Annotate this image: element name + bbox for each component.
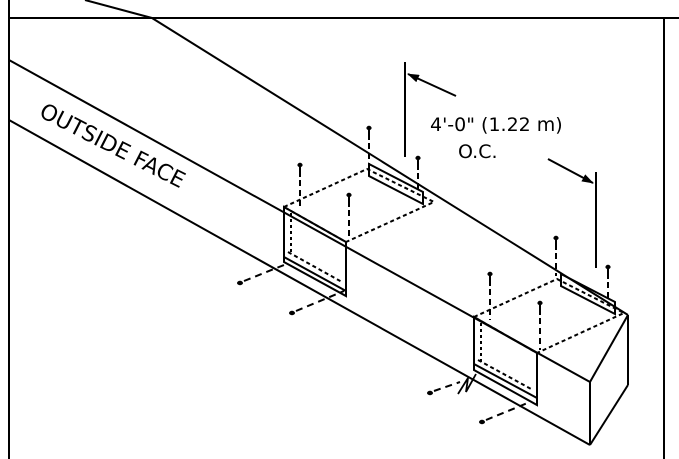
dimension-spacing: [404, 62, 597, 268]
bracket-right: [471, 272, 627, 407]
frame-border: [8, 0, 679, 459]
spacing-label: 4'-0" (1.22 m): [430, 114, 563, 136]
bracket-left: [281, 162, 437, 298]
beam: [8, 0, 629, 446]
spacing-note-label: O.C.: [458, 141, 498, 163]
screws-left: [237, 124, 422, 316]
screws-right: [427, 234, 612, 425]
